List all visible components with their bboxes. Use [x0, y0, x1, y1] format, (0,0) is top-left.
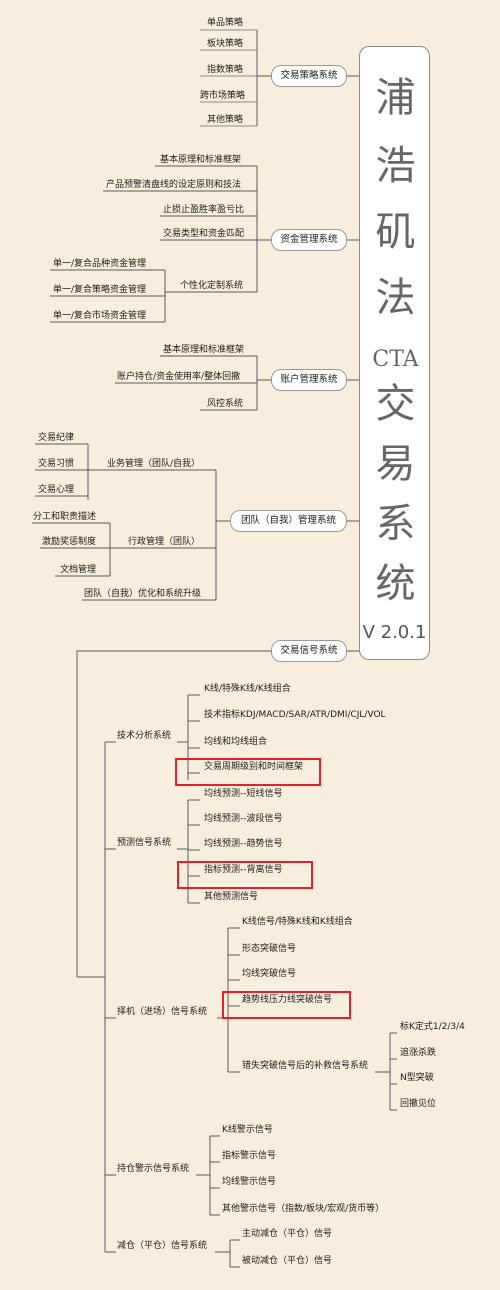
tech-item: 技术指标KDJ/MACD/SAR/ATR/DMI/CJL/VOL [204, 710, 386, 720]
connector-account [115, 355, 271, 411]
connector-business [35, 443, 105, 500]
connector-reduce [215, 1239, 240, 1268]
predict-item: 其他预测信号 [204, 892, 259, 902]
highlight-box [222, 991, 351, 1019]
predict-item: 指标预测--背离信号 [204, 865, 283, 875]
connector-tech [177, 694, 200, 780]
predict-item: 均线预测--趋势信号 [204, 839, 283, 849]
admin-item: 激励奖惩制度 [42, 537, 97, 547]
money-item: 产品预警清盘线的设定原则和技法 [106, 180, 242, 190]
warn-item: K线警示信号 [222, 1125, 273, 1135]
entry-item: 趋势线压力线突破信号 [242, 995, 333, 1005]
connector-signal-groups [105, 741, 116, 1253]
strategy-item: 指数策略 [207, 65, 244, 75]
signal-group: 择机（进场）信号系统 [117, 1007, 208, 1017]
warn-item: 指标警示信号 [222, 1151, 277, 1161]
reduce-item: 主动减仓（平仓）信号 [242, 1229, 333, 1239]
money-item: 止损止盈胜率盈亏比 [163, 205, 245, 215]
money-custom-item: 单一/复合市场资金管理 [53, 311, 147, 321]
node-team-mgmt[interactable]: 团队（自我）管理系统 [230, 510, 347, 532]
signal-group: 持仓警示信号系统 [117, 1164, 190, 1174]
admin-item: 分工和职责描述 [33, 512, 97, 522]
tech-item: K线/特殊K线/K线组合 [204, 684, 291, 694]
tech-item: 均线和均线组合 [204, 737, 268, 747]
connector-admin [32, 522, 122, 577]
predict-item: 均线预测--短线信号 [204, 789, 283, 799]
connector-root [345, 75, 359, 652]
connector-custom [50, 269, 178, 323]
node-trade-strategy[interactable]: 交易策略系统 [271, 65, 347, 87]
account-item: 基本原理和标准框架 [163, 345, 245, 355]
node-signal-sys[interactable]: 交易信号系统 [271, 640, 347, 662]
root-char: CTA [372, 347, 419, 372]
node-money-mgmt[interactable]: 资金管理系统 [271, 229, 347, 251]
remedy-item: N型突破 [400, 1073, 434, 1083]
money-item: 交易类型和资金匹配 [163, 229, 245, 239]
root-char: 浩 [375, 143, 416, 189]
money-custom-item: 单一/复合策略资金管理 [53, 285, 147, 295]
connector-remedy [375, 1032, 397, 1111]
business-item: 交易心理 [38, 485, 75, 495]
connector-team [82, 469, 230, 601]
warn-item: 其他警示信号（指数/板块/宏观/货币等） [222, 1204, 385, 1214]
signal-group: 减仓（平仓）信号系统 [117, 1241, 208, 1251]
team-item: 团队（自我）优化和系统升级 [84, 589, 202, 599]
team-item: 行政管理（团队） [128, 537, 201, 547]
entry-item: 错失突破信号后的补救信号系统 [242, 1061, 369, 1071]
strategy-item: 板块策略 [207, 39, 244, 49]
entry-item: 均线突破信号 [242, 969, 297, 979]
tech-item: 交易周期级别和时间框架 [204, 762, 304, 772]
predict-item: 均线预测--波段信号 [204, 814, 283, 824]
highlight-box [175, 758, 321, 786]
signal-group: 预测信号系统 [117, 838, 172, 848]
underlines [200, 29, 257, 127]
root-char: 交 [375, 381, 416, 427]
connector-signal-trunk [76, 650, 271, 1252]
remedy-item: 标K定式1/2/3/4 [400, 1022, 465, 1032]
strategy-item: 跨市场策略 [200, 91, 246, 101]
remedy-item: 回撤见位 [400, 1099, 437, 1109]
business-item: 交易纪律 [38, 433, 75, 443]
root-version: V 2.0.1 [362, 622, 427, 643]
remedy-item: 追涨杀跌 [400, 1048, 437, 1058]
root-char: 系 [375, 501, 416, 547]
root-char: 统 [375, 561, 416, 607]
entry-item: 形态突破信号 [242, 944, 297, 954]
strategy-item: 其他策略 [207, 115, 244, 125]
connector-money [103, 165, 271, 293]
signal-group: 技术分析系统 [117, 731, 172, 741]
reduce-item: 被动减仓（平仓）信号 [242, 1256, 333, 1266]
root-char: 法 [375, 275, 416, 321]
root-char: 易 [375, 441, 416, 487]
node-account-mgmt[interactable]: 账户管理系统 [271, 369, 347, 391]
connector-predict [177, 799, 200, 904]
root-node: 浦 浩 矶 法 CTA 交 易 系 统 [359, 46, 430, 660]
root-char: 矶 [375, 209, 416, 255]
admin-item: 文档管理 [60, 565, 97, 575]
warn-item: 均线警示信号 [222, 1177, 277, 1187]
money-item: 基本原理和标准框架 [160, 155, 242, 165]
account-item: 账户持仓/资金使用率/整体回撤 [117, 372, 241, 382]
money-custom-item: 单一/复合品种资金管理 [53, 259, 147, 269]
money-item: 个性化定制系统 [180, 281, 244, 291]
strategy-item: 单品策略 [207, 18, 244, 28]
root-char: 浦 [375, 75, 416, 121]
highlight-box [177, 861, 313, 889]
connector-warn [196, 1135, 220, 1216]
entry-item: K线信号/特殊K线和K线组合 [242, 917, 353, 927]
business-item: 交易习惯 [38, 459, 75, 469]
team-item: 业务管理（团队/自我） [107, 459, 201, 469]
account-item: 风控系统 [207, 399, 244, 409]
